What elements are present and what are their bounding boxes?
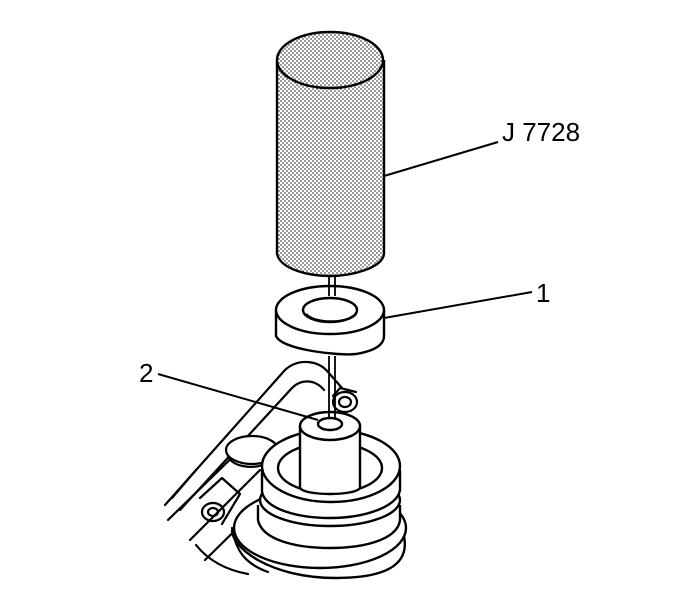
label-part-1: 1 bbox=[536, 278, 551, 308]
seal-ring bbox=[274, 284, 386, 356]
installer-tool bbox=[275, 30, 386, 278]
label-j7728: J 7728 bbox=[502, 117, 581, 147]
camshaft-post bbox=[298, 410, 362, 496]
leader-lines bbox=[157, 141, 533, 421]
label-part-2: 2 bbox=[139, 358, 154, 388]
